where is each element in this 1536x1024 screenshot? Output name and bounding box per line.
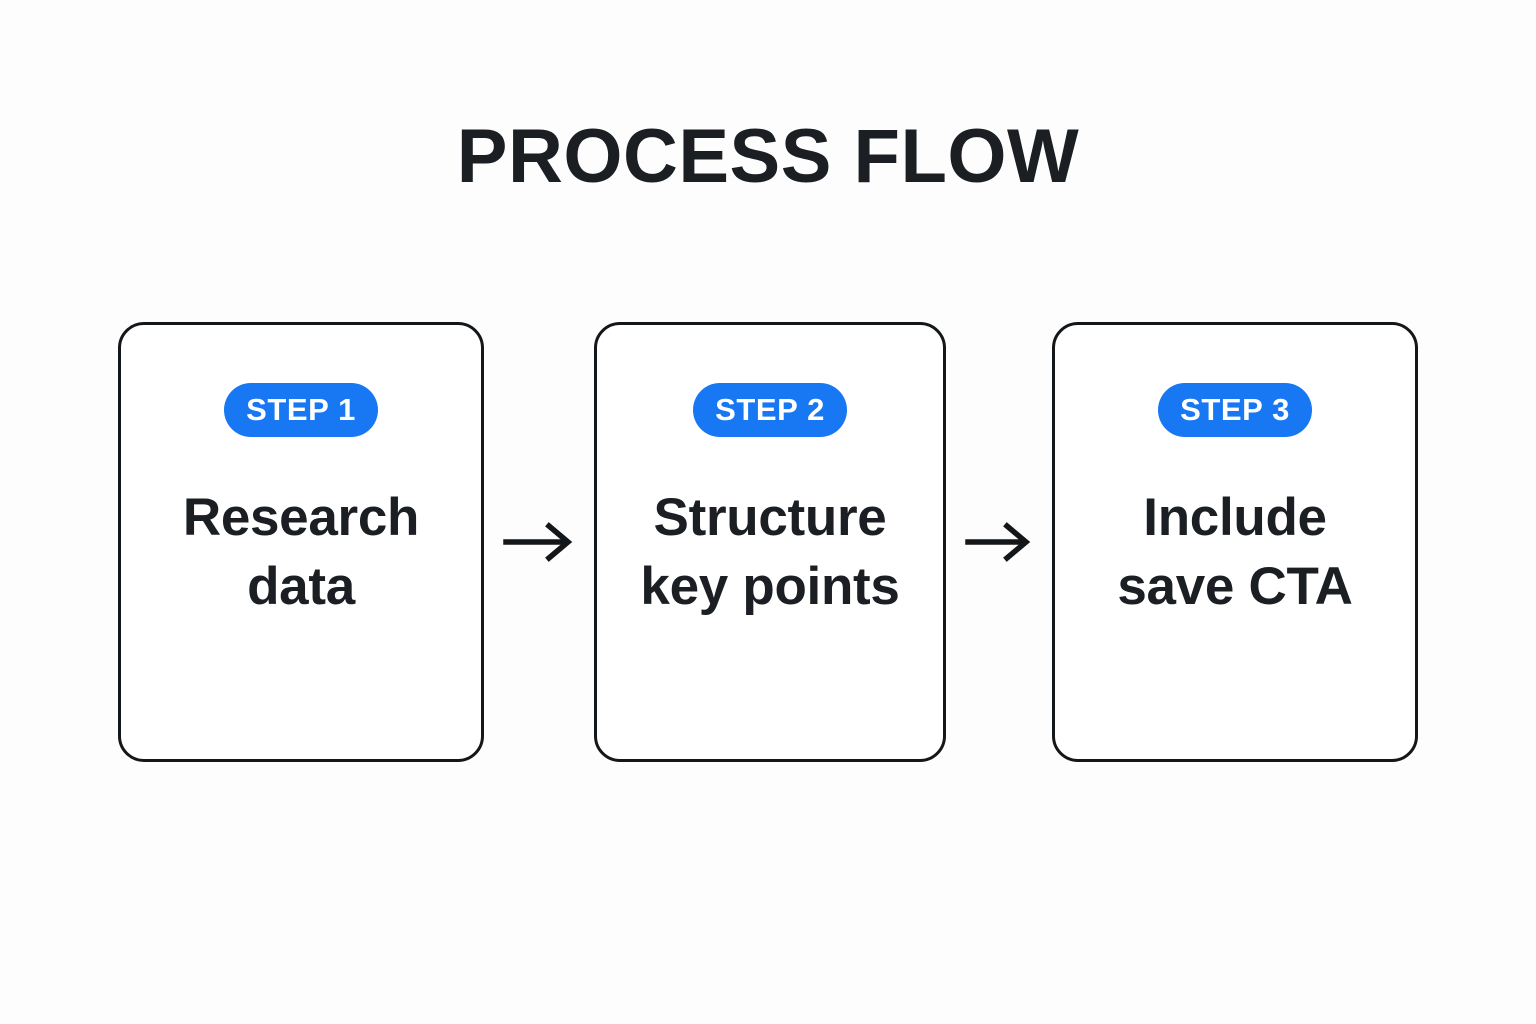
- page-title: PROCESS FLOW: [456, 114, 1080, 199]
- arrow-right-icon: [965, 522, 1032, 562]
- step-badge-2: STEP 2: [693, 383, 847, 437]
- step-card-3[interactable]: STEP 3 Include save CTA: [1052, 322, 1418, 762]
- step-card-1[interactable]: STEP 1 Research data: [118, 322, 484, 762]
- step-badge-1: STEP 1: [224, 383, 378, 437]
- step-badge-3: STEP 3: [1158, 383, 1312, 437]
- flow-connector-1: [485, 322, 593, 762]
- step-card-2[interactable]: STEP 2 Structure key points: [594, 322, 946, 762]
- step-text-1: Research data: [182, 488, 420, 616]
- process-flow-row: STEP 1 Research data STEP 2 Structure ke…: [118, 322, 1418, 762]
- step-text-2: Structure key points: [640, 488, 900, 616]
- arrow-right-icon: [503, 522, 574, 562]
- flow-connector-2: [947, 322, 1051, 762]
- step-text-3: Include save CTA: [1117, 488, 1353, 616]
